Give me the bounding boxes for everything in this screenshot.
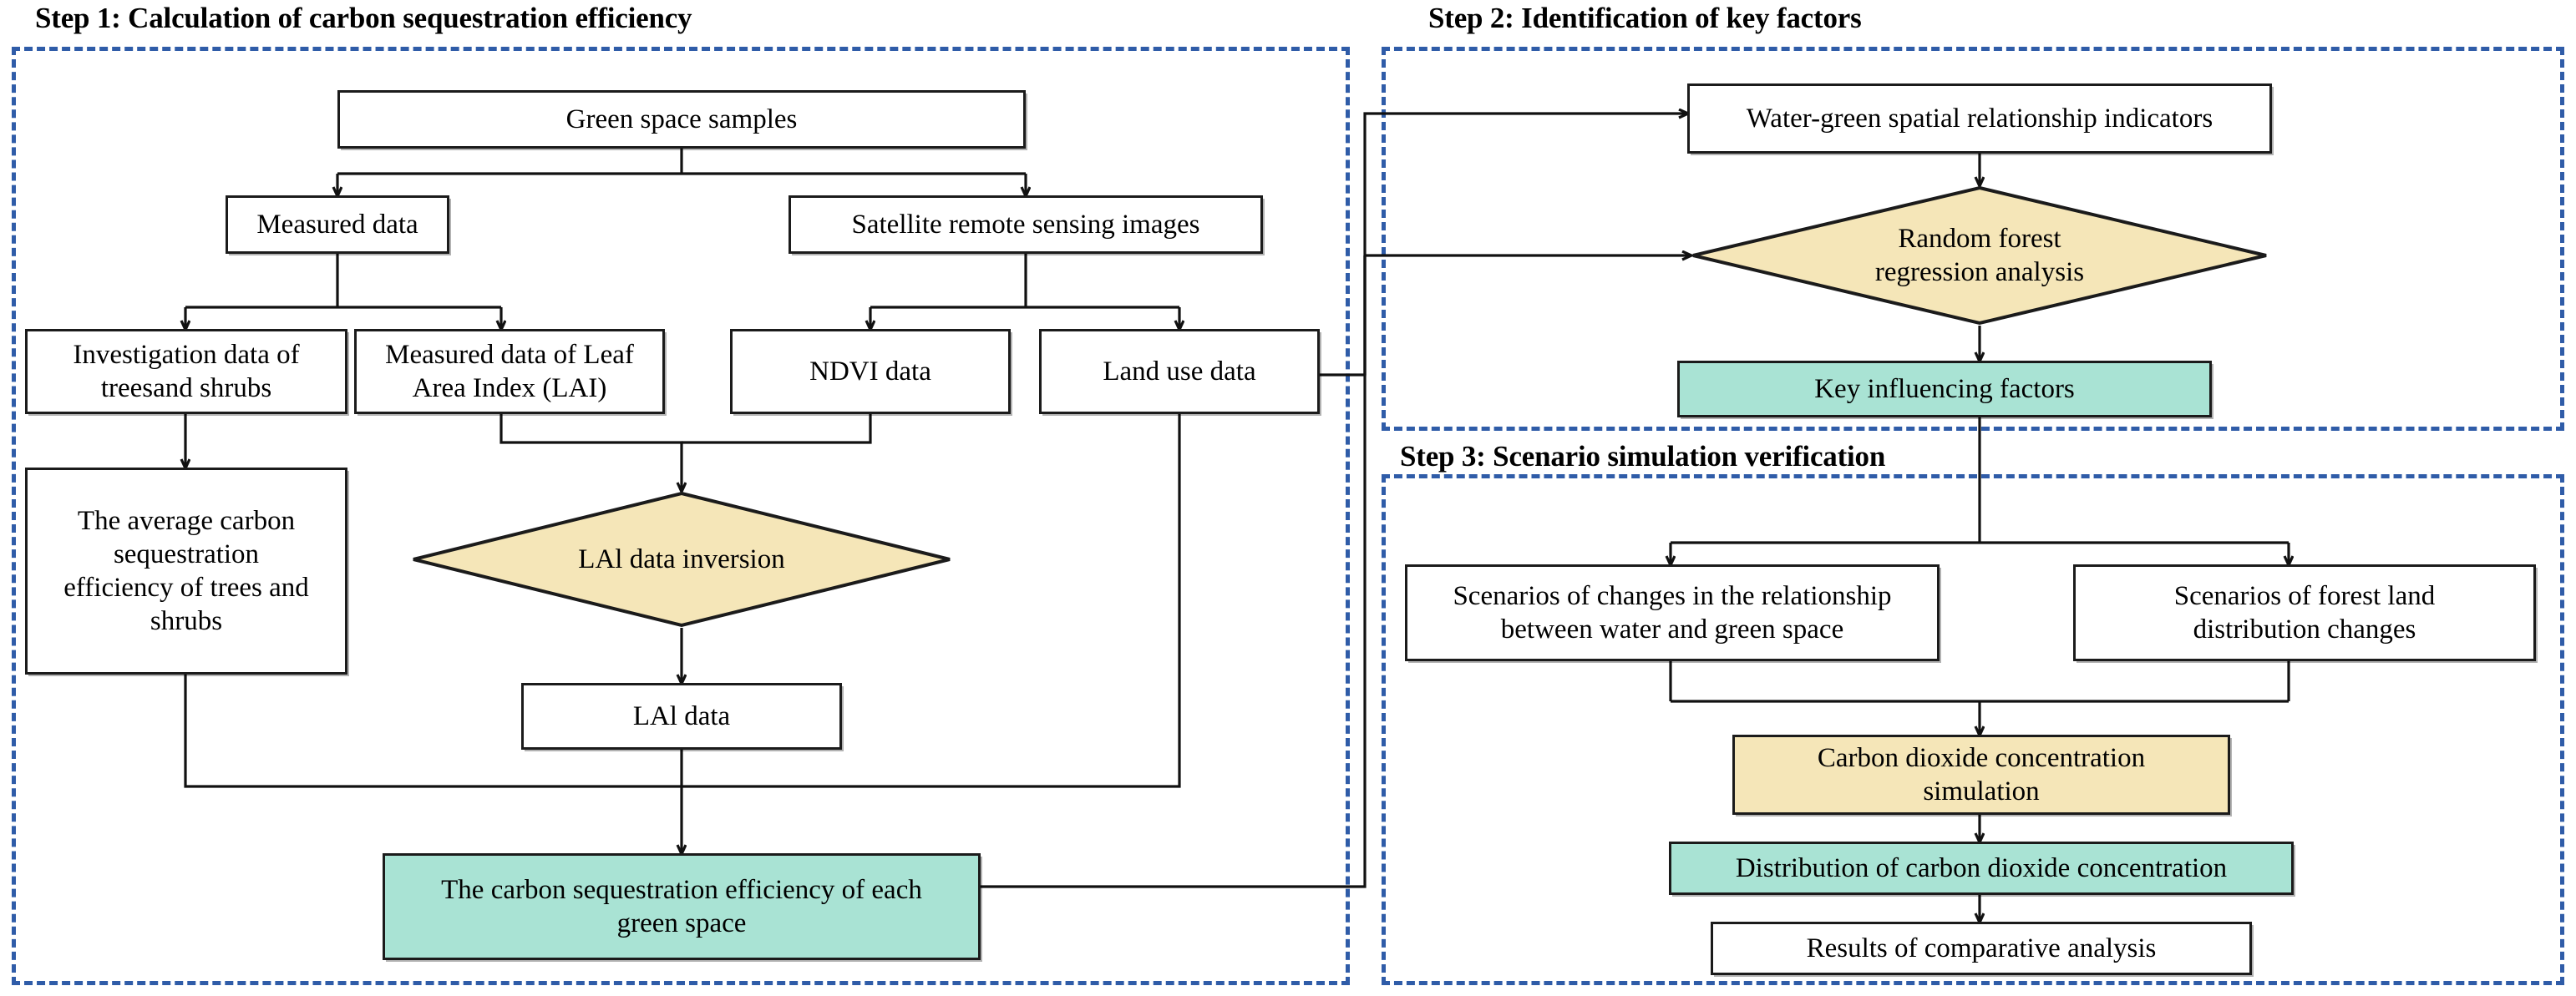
node-co2-concentration-simulation[interactable]: Carbon dioxide concentration simulation bbox=[1732, 735, 2230, 815]
node-line: Scenarios of forest land bbox=[2173, 580, 2436, 611]
node-key-influencing-factors[interactable]: Key influencing factors bbox=[1677, 361, 2212, 417]
node-scenarios-water-green[interactable]: Scenarios of changes in the relationship… bbox=[1405, 564, 1940, 661]
node-line: green space bbox=[616, 908, 747, 938]
node-line: efficiency of trees and bbox=[63, 573, 309, 603]
step1-panel bbox=[12, 47, 1350, 985]
step3-panel bbox=[1382, 474, 2564, 985]
node-measured-lai[interactable]: Measured data of Leaf Area Index (LAI) bbox=[354, 329, 665, 414]
node-comparative-results[interactable]: Results of comparative analysis bbox=[1711, 922, 2252, 975]
node-line: Scenarios of changes in the relationship bbox=[1453, 580, 1892, 611]
step1-title: Step 1: Calculation of carbon sequestrat… bbox=[30, 2, 697, 35]
step3-title: Step 3: Scenario simulation verification bbox=[1395, 440, 1891, 473]
node-line: Investigation data of bbox=[73, 339, 300, 370]
node-line: treesand shrubs bbox=[100, 373, 272, 403]
node-line: shrubs bbox=[150, 606, 223, 637]
node-line: Measured data of Leaf bbox=[385, 339, 634, 370]
node-line: sequestration bbox=[113, 538, 260, 569]
node-investigation-data[interactable]: Investigation data of treesand shrubs bbox=[25, 329, 347, 414]
node-lai-data-inversion[interactable]: LAl data inversion bbox=[411, 491, 952, 628]
node-line: distribution changes bbox=[2193, 614, 2416, 645]
node-satellite-images[interactable]: Satellite remote sensing images bbox=[789, 195, 1263, 254]
node-green-space-samples[interactable]: Green space samples bbox=[337, 90, 1026, 149]
node-random-forest-regression[interactable]: Random forest regression analysis bbox=[1691, 185, 2269, 326]
step2-title: Step 2: Identification of key factors bbox=[1423, 2, 1867, 35]
node-land-use-data[interactable]: Land use data bbox=[1039, 329, 1320, 414]
node-lai-data[interactable]: LAl data bbox=[521, 683, 842, 750]
node-line: The average carbon bbox=[77, 505, 296, 536]
node-line: between water and green space bbox=[1500, 614, 1844, 645]
node-measured-data[interactable]: Measured data bbox=[226, 195, 449, 254]
node-water-green-indicators[interactable]: Water-green spatial relationship indicat… bbox=[1687, 83, 2272, 154]
node-scenarios-forest-land[interactable]: Scenarios of forest land distribution ch… bbox=[2073, 564, 2536, 661]
node-line: Carbon dioxide concentration bbox=[1817, 742, 2146, 773]
step2-panel bbox=[1382, 47, 2564, 431]
node-line: Area Index (LAI) bbox=[412, 373, 607, 403]
node-line: simulation bbox=[1923, 776, 2040, 806]
node-line: The carbon sequestration efficiency of e… bbox=[441, 874, 922, 905]
node-carbon-efficiency-each-green-space[interactable]: The carbon sequestration efficiency of e… bbox=[383, 853, 981, 960]
node-avg-carbon-efficiency[interactable]: The average carbon sequestration efficie… bbox=[25, 468, 347, 675]
node-co2-distribution[interactable]: Distribution of carbon dioxide concentra… bbox=[1669, 842, 2294, 895]
node-ndvi-data[interactable]: NDVI data bbox=[730, 329, 1011, 414]
